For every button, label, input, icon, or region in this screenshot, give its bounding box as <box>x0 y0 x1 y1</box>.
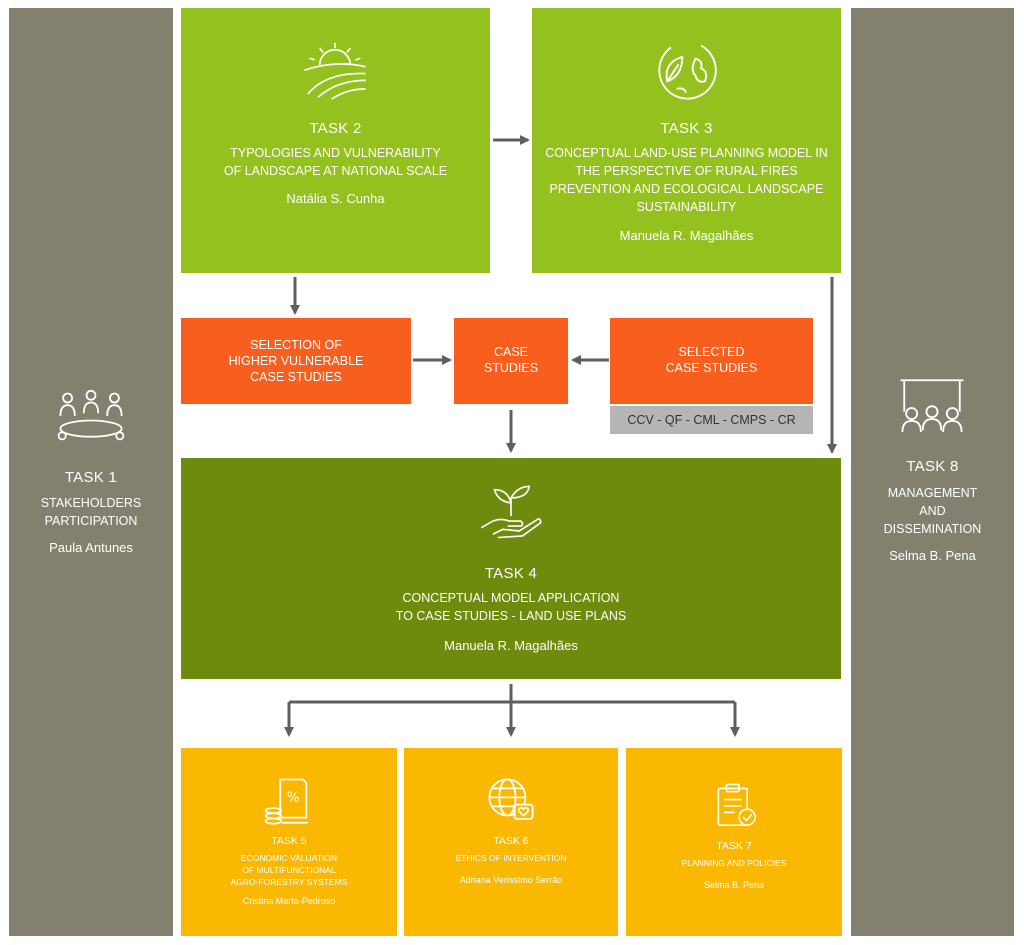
selected-line-2: CASE STUDIES <box>665 361 758 375</box>
task6-line-1: ETHICS OF INTERVENTION <box>455 853 567 863</box>
task8-title: TASK 8 <box>906 458 959 475</box>
case-studies-line-2: STUDIES <box>483 361 539 375</box>
task3-line-3: PREVENTION AND ECOLOGICAL LANDSCAPE <box>549 182 824 196</box>
task4-person: Manuela R. Magalhães <box>444 638 578 653</box>
task1-person: Paula Antunes <box>49 540 133 555</box>
task3-line-2: THE PERSPECTIVE OF RURAL FIRES <box>575 164 798 178</box>
selection-line-2: HIGHER VULNERABLE <box>228 354 364 368</box>
task6-title: TASK 6 <box>493 835 529 847</box>
clipboard-check-icon <box>717 783 756 826</box>
task5-person: Cristina Marta-Pedroso <box>242 896 336 906</box>
task4-line-1: CONCEPTUAL MODEL APPLICATION <box>402 591 620 605</box>
task4-line-2: TO CASE STUDIES - LAND USE PLANS <box>395 609 627 623</box>
case-codes-label: CCV - QF - CML - CMPS - CR <box>627 412 796 427</box>
task8-person: Selma B. Pena <box>889 548 976 563</box>
case-studies-box: CASE STUDIES <box>454 318 568 404</box>
task2-box: TASK 2 TYPOLOGIES AND VULNERABILITY OF L… <box>181 8 490 273</box>
task6-person: Adriana Veríssimo Serrão <box>459 875 563 885</box>
task2-line-1: TYPOLOGIES AND VULNERABILITY <box>230 146 441 160</box>
meeting-people-icon <box>57 389 125 441</box>
globe-heart-icon <box>488 778 534 820</box>
selection-line-3: CASE STUDIES <box>250 370 342 384</box>
task3-box: TASK 3 CONCEPTUAL LAND-USE PLANNING MODE… <box>532 8 841 273</box>
task7-title: TASK 7 <box>716 840 752 852</box>
task6-box: TASK 6 ETHICS OF INTERVENTION Adriana Ve… <box>404 748 618 936</box>
task1-box: TASK 1 STAKEHOLDERS PARTICIPATION Paula … <box>9 8 173 936</box>
task7-person: Selma B. Pena <box>703 880 765 890</box>
task5-box: % TASK 5 ECONOMIC VALUATION OF MULTIFUNC… <box>181 748 397 936</box>
landscape-sun-icon <box>304 42 366 100</box>
task2-person: Natália S. Cunha <box>286 191 385 206</box>
task8-box: TASK 8 MANAGEMENT AND DISSEMINATION Selm… <box>851 8 1014 936</box>
task1-line-2: PARTICIPATION <box>44 514 138 528</box>
task2-line-2: OF LANDSCAPE AT NATIONAL SCALE <box>223 164 448 178</box>
case-studies-line-1: CASE <box>493 345 529 359</box>
task8-line-3: DISSEMINATION <box>883 522 982 536</box>
task1-line-1: STAKEHOLDERS <box>40 496 142 510</box>
task3-line-4: SUSTAINABILITY <box>636 200 737 214</box>
percent-document-icon: % <box>264 778 309 825</box>
task1-title: TASK 1 <box>64 469 118 486</box>
selected-line-1: SELECTED <box>678 345 745 359</box>
selection-box: SELECTION OF HIGHER VULNERABLE CASE STUD… <box>181 318 411 404</box>
task7-box: TASK 7 PLANNING AND POLICIES Selma B. Pe… <box>626 748 842 936</box>
task5-line-1: ECONOMIC VALUATION <box>240 853 338 863</box>
task3-person: Manuela R. Magalhães <box>619 228 754 243</box>
task3-title: TASK 3 <box>660 120 713 137</box>
case-codes-bar: CCV - QF - CML - CMPS - CR <box>610 406 813 434</box>
task8-line-1: MANAGEMENT <box>887 486 978 500</box>
task8-line-2: AND <box>919 504 946 518</box>
presentation-audience-icon <box>900 379 964 433</box>
task4-title: TASK 4 <box>484 565 538 582</box>
task4-box: TASK 4 CONCEPTUAL MODEL APPLICATION TO C… <box>181 458 841 679</box>
task3-line-1: CONCEPTUAL LAND-USE PLANNING MODEL IN <box>545 146 828 160</box>
task2-title: TASK 2 <box>309 120 362 137</box>
hand-sprout-icon <box>480 485 542 539</box>
task7-line-1: PLANNING AND POLICIES <box>681 858 787 868</box>
task5-line-3: AGRO-FORESTRY SYSTEMS <box>230 877 348 887</box>
task5-line-2: OF MULTIFUNCTIONAL <box>242 865 336 875</box>
globe-leaf-icon <box>658 44 717 100</box>
selection-line-1: SELECTION OF <box>250 338 342 352</box>
svg-text:%: % <box>287 790 300 806</box>
selected-case-studies-box: SELECTED CASE STUDIES <box>610 318 813 404</box>
task5-title: TASK 5 <box>271 835 307 847</box>
